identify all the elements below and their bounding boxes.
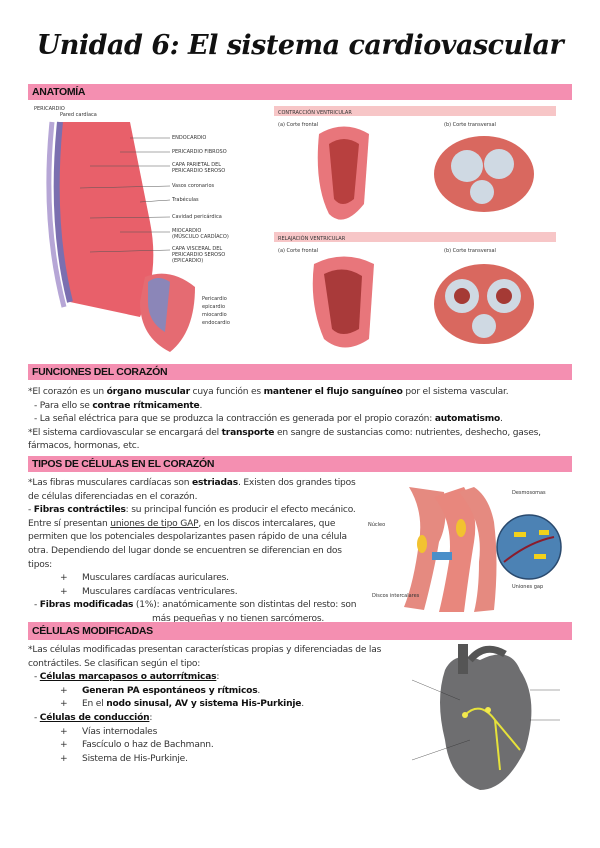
list-item: +Sistema de His-Purkinje. (60, 753, 188, 764)
section-heading-tipos: TIPOS DE CÉLULAS EN EL CORAZÓN (28, 456, 572, 472)
label: Pericardio (202, 296, 227, 302)
heart-wall-figure: PERICARDIO Pared cardíaca ENDOCARDIO PER… (34, 106, 230, 352)
paragraph: *Las fibras musculares cardíacas son est… (28, 478, 356, 502)
cardiac-cells-figure: Núcleo Desmosomas Discos intercalares Un… (368, 487, 562, 612)
label: Trabéculas (171, 196, 199, 203)
label: Cavidad pericárdica (172, 213, 222, 220)
label: Discos intercalares (372, 593, 420, 599)
label: PERICARDIO SEROSO (172, 168, 225, 174)
paragraph: - La señal eléctrica para que se produzc… (34, 414, 503, 425)
his-purkinje-path (464, 707, 521, 771)
modificadas-text: *Las células modificadas presentan carac… (28, 644, 408, 766)
label: (a) Corte frontal (278, 248, 318, 254)
label: CONTRACCIÓN VENTRICULAR (278, 109, 352, 116)
paragraph: más pequeñas y no tienen sarcómeros. (152, 613, 325, 624)
label: Núcleo (368, 521, 385, 528)
label: endocardio (202, 320, 230, 326)
paragraph: *El sistema cardiovascular se encargará … (28, 427, 541, 452)
gap-junction-zoom (496, 514, 562, 580)
label: (MÚSCULO CARDÍACO) (172, 233, 229, 240)
heart-valves-figure: CONTRACCIÓN VENTRICULAR (a) Corte fronta… (274, 106, 556, 348)
band-contraccion (274, 106, 556, 116)
band-relajacion (274, 232, 556, 242)
label: CAPA VISCERAL DEL (172, 246, 222, 252)
conduction-system-figure (411, 644, 560, 790)
section-heading-modificadas: CÉLULAS MODIFICADAS (28, 622, 572, 640)
label: PERICARDIO FIBROSO (172, 149, 227, 155)
list-item: +Vías internodales (60, 726, 158, 737)
label: (EPICARDIO) (172, 258, 203, 264)
label: miocardio (202, 312, 227, 318)
group-conduccion: - Células de conducción: (34, 712, 153, 723)
group-marcapasos: - Células marcapasos o autorrítmicas: (34, 672, 220, 683)
list-item: +En el nodo sinusal, AV y sistema His-Pu… (60, 699, 304, 710)
list-item: +Generan PA espontáneos y rítmicos. (60, 685, 261, 696)
funciones-text: *El corazón es un órgano muscular cuya f… (28, 386, 576, 454)
paragraph: - Fibras modificadas (1%): anatómicament… (34, 600, 357, 611)
list-item: +Fascículo o haz de Bachmann. (60, 740, 214, 751)
paragraph: *Las células modificadas presentan carac… (28, 645, 382, 669)
section-heading-funciones: FUNCIONES DEL CORAZÓN (28, 364, 572, 380)
label: epicardio (202, 304, 225, 310)
label: ENDOCARDIO (172, 135, 206, 141)
paragraph: - Fibras contráctiles: su principal func… (28, 505, 356, 570)
paragraph: *El corazón es un órgano muscular cuya f… (28, 387, 509, 397)
list-item: +Musculares cardíacas ventriculares. (60, 586, 238, 597)
paragraph: - Para ello se contrae rítmicamente. (34, 400, 203, 411)
page-title: Unidad 6: El sistema cardiovascular (36, 30, 564, 61)
list-item: +Musculares cardíacas auriculares. (60, 573, 229, 584)
label: (b) Corte transversal (444, 122, 496, 128)
label: Vasos coronarios (172, 183, 215, 189)
label: Desmosomas (512, 490, 546, 496)
label: (b) Corte transversal (444, 248, 496, 254)
heart-wall-muscle (56, 122, 154, 317)
label: CAPA PARIETAL DEL (172, 162, 221, 168)
label-pared: Pared cardíaca (60, 111, 97, 118)
label-pericardio: PERICARDIO (34, 106, 65, 112)
label: (a) Corte frontal (278, 122, 318, 128)
label: Uniones gap (512, 584, 543, 590)
tipos-text: *Las fibras musculares cardíacas son est… (28, 477, 368, 627)
section-heading-anatomia: ANATOMÍA (28, 84, 572, 100)
label: PERICARDIO SEROSO (172, 252, 225, 258)
label: MIOCARDIO (172, 228, 201, 234)
label: RELAJACIÓN VENTRICULAR (278, 235, 346, 242)
